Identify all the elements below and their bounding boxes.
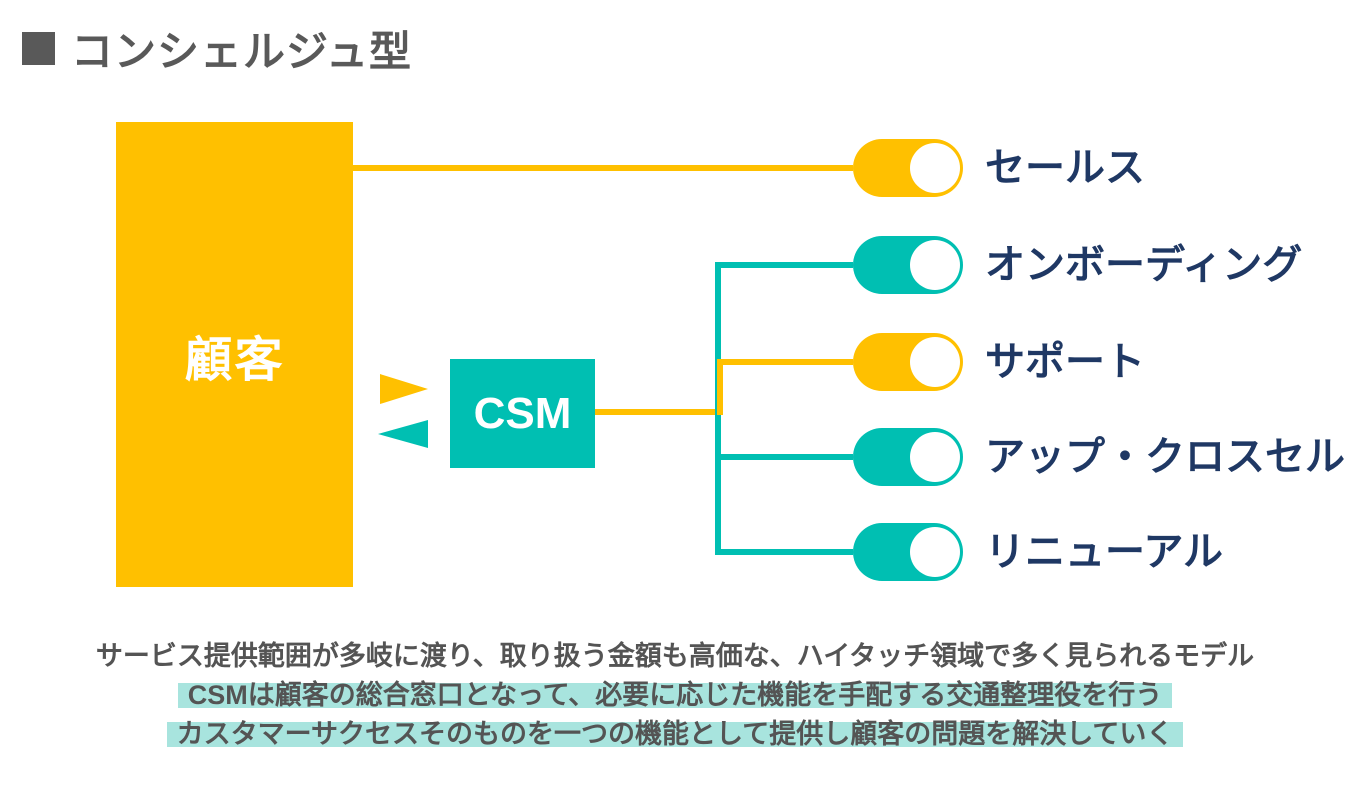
connector-to-renewal <box>715 549 853 555</box>
note-line-2: CSMは顧客の総合窓口となって、必要に応じた機能を手配する交通整理役を行う <box>0 676 1350 715</box>
notes-block: サービス提供範囲が多岐に渡り、取り扱う金額も高価な、ハイタッチ領域で多く見られる… <box>0 637 1350 754</box>
toggle-pill-support <box>853 333 963 391</box>
csm-label: CSM <box>473 388 572 438</box>
note-line-3: カスタマーサクセスそのものを一つの機能として提供し顧客の問題を解決していく <box>0 715 1350 754</box>
function-label-renewal: リニューアル <box>985 530 1223 574</box>
toggle-knob-icon <box>910 432 960 482</box>
toggle-pill-sales <box>853 139 963 197</box>
connector-yellow-vertical <box>717 359 723 415</box>
connector-to-upcross <box>715 454 853 460</box>
slide-title-row: コンシェルジュ型 <box>22 18 412 79</box>
customer-box: 顧客 <box>116 122 353 587</box>
note-text-1: サービス提供範囲が多岐に渡り、取り扱う金額も高価な、ハイタッチ領域で多く見られる… <box>95 641 1255 671</box>
function-label-sales: セールス <box>985 146 1145 190</box>
connector-to-onboarding <box>715 262 853 268</box>
toggle-knob-icon <box>910 143 960 193</box>
connector-to-support <box>717 359 853 365</box>
toggle-knob-icon <box>910 527 960 577</box>
arrow-right-icon <box>380 374 428 404</box>
toggle-pill-upcross <box>853 428 963 486</box>
connector-customer-to-sales <box>353 165 853 171</box>
toggle-knob-icon <box>910 240 960 290</box>
note-text-2-highlighted: CSMは顧客の総合窓口となって、必要に応じた機能を手配する交通整理役を行う <box>177 680 1173 710</box>
function-label-support: サポート <box>985 340 1145 384</box>
connector-csm-trunk <box>595 409 723 415</box>
toggle-knob-icon <box>910 337 960 387</box>
function-label-upcross: アップ・クロスセル <box>985 435 1345 479</box>
title-bullet-square <box>22 32 55 65</box>
slide-title: コンシェルジュ型 <box>71 28 413 75</box>
toggle-pill-onboarding <box>853 236 963 294</box>
arrow-left-icon <box>378 420 428 448</box>
toggle-pill-renewal <box>853 523 963 581</box>
function-label-onboarding: オンボーディング <box>985 243 1303 287</box>
note-text-3-highlighted: カスタマーサクセスそのものを一つの機能として提供し顧客の問題を解決していく <box>166 719 1184 749</box>
csm-box: CSM <box>450 359 595 468</box>
note-line-1: サービス提供範囲が多岐に渡り、取り扱う金額も高価な、ハイタッチ領域で多く見られる… <box>0 637 1350 676</box>
customer-label: 顧客 <box>184 333 285 387</box>
